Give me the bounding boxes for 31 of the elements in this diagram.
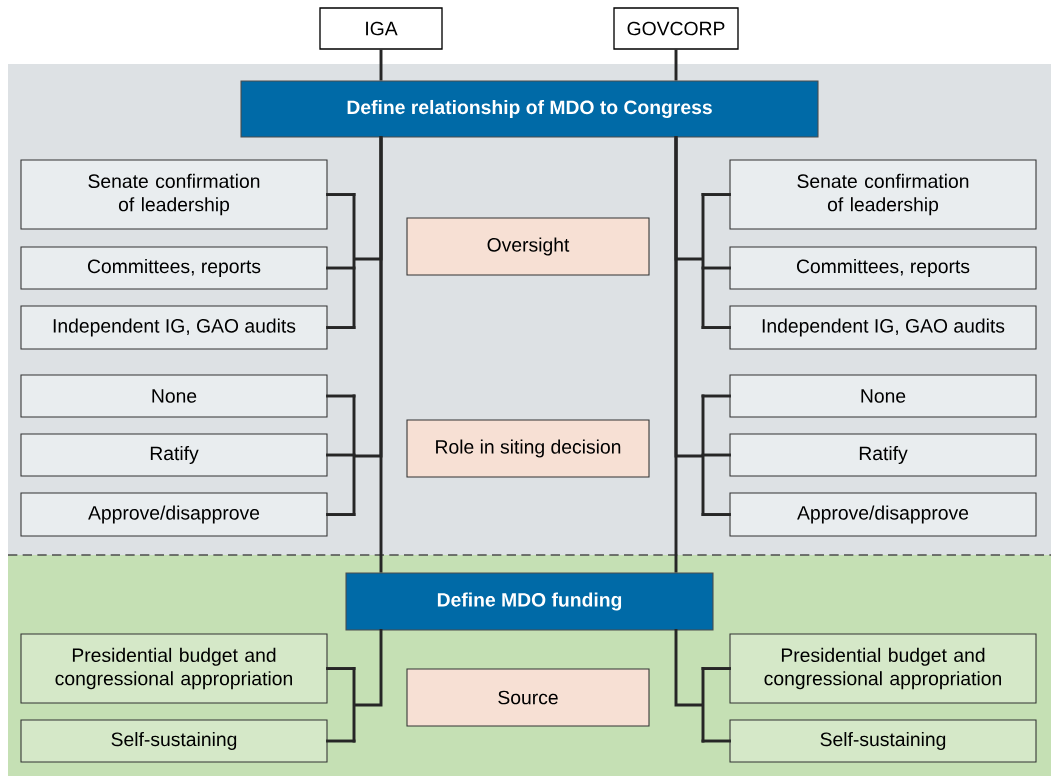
option-box: Committees, reports [729, 246, 1037, 290]
heading-bar: Define MDO funding [345, 572, 714, 631]
option-box: None [729, 374, 1037, 418]
option-box: Self-sustaining [20, 719, 328, 763]
heading-bar: Define relationship of MDO to Congress [240, 80, 819, 138]
option-box: Ratify [729, 433, 1037, 477]
option-box: Senate confirmation of leadership [20, 159, 328, 230]
connector-line [674, 136, 731, 516]
label-box: GOVCORP [613, 7, 739, 50]
option-box: Presidential budget and congressional appropriation [729, 633, 1037, 704]
connector-line [379, 137, 383, 573]
option-box: Independent IG, GAO audits [729, 305, 1037, 350]
option-box: Independent IG, GAO audits [20, 305, 328, 350]
category-box: Oversight [406, 217, 650, 276]
connector-line [674, 629, 731, 743]
option-box: Self-sustaining [729, 719, 1037, 763]
label-box: IGA [319, 7, 443, 50]
option-box: None [20, 374, 328, 418]
connector-line [379, 49, 383, 81]
category-box: Role in siting decision [406, 419, 650, 478]
option-box: Ratify [20, 433, 328, 477]
option-box: Committees, reports [20, 246, 328, 290]
connector-line [674, 49, 678, 81]
category-box: Source [406, 668, 650, 727]
connector-line [326, 629, 383, 743]
connector-line [674, 137, 678, 573]
option-box: Senate confirmation of leadership [729, 159, 1037, 230]
option-box: Approve/disapprove [729, 492, 1037, 537]
option-box: Presidential budget and congressional appropriation [20, 633, 328, 704]
connector-line [326, 136, 383, 516]
option-box: Approve/disapprove [20, 492, 328, 537]
